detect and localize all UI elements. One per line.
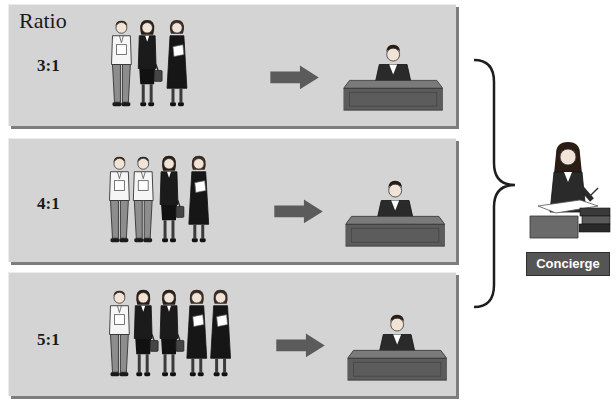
ratio-panel: Ratio 3:1 [8, 4, 456, 126]
man-figure [112, 21, 132, 106]
woman-figure [211, 290, 231, 376]
ratio-value: 5:1 [37, 331, 60, 350]
woman-figure [167, 20, 187, 106]
panel-figures [9, 5, 456, 126]
woman-figure [134, 290, 158, 376]
man-figure [133, 157, 153, 242]
clerk-desk [348, 315, 447, 380]
woman-figure [160, 156, 184, 242]
role-label-text: Concierge [536, 257, 600, 271]
woman-figure [187, 290, 207, 376]
concierge-figure [530, 142, 610, 238]
woman-figure [160, 290, 184, 376]
ratio-value: 3:1 [37, 57, 60, 76]
woman-figure [189, 156, 209, 242]
clerk-desk [344, 45, 443, 110]
panel-heading: Ratio [19, 9, 67, 33]
role-label: Concierge [526, 252, 610, 276]
ratio-value: 4:1 [37, 195, 60, 214]
curly-brace [474, 60, 515, 307]
ratio-panel: 4:1 [8, 138, 456, 262]
man-figure [110, 291, 130, 376]
panel-figures [9, 273, 456, 396]
block-arrow [276, 334, 325, 358]
block-arrow [270, 66, 319, 90]
panel-figures [9, 139, 456, 262]
block-arrow [274, 200, 323, 224]
clerk-desk [346, 181, 445, 246]
man-figure [110, 157, 130, 242]
woman-figure [138, 20, 162, 106]
ratio-panel: 5:1 [8, 272, 456, 396]
